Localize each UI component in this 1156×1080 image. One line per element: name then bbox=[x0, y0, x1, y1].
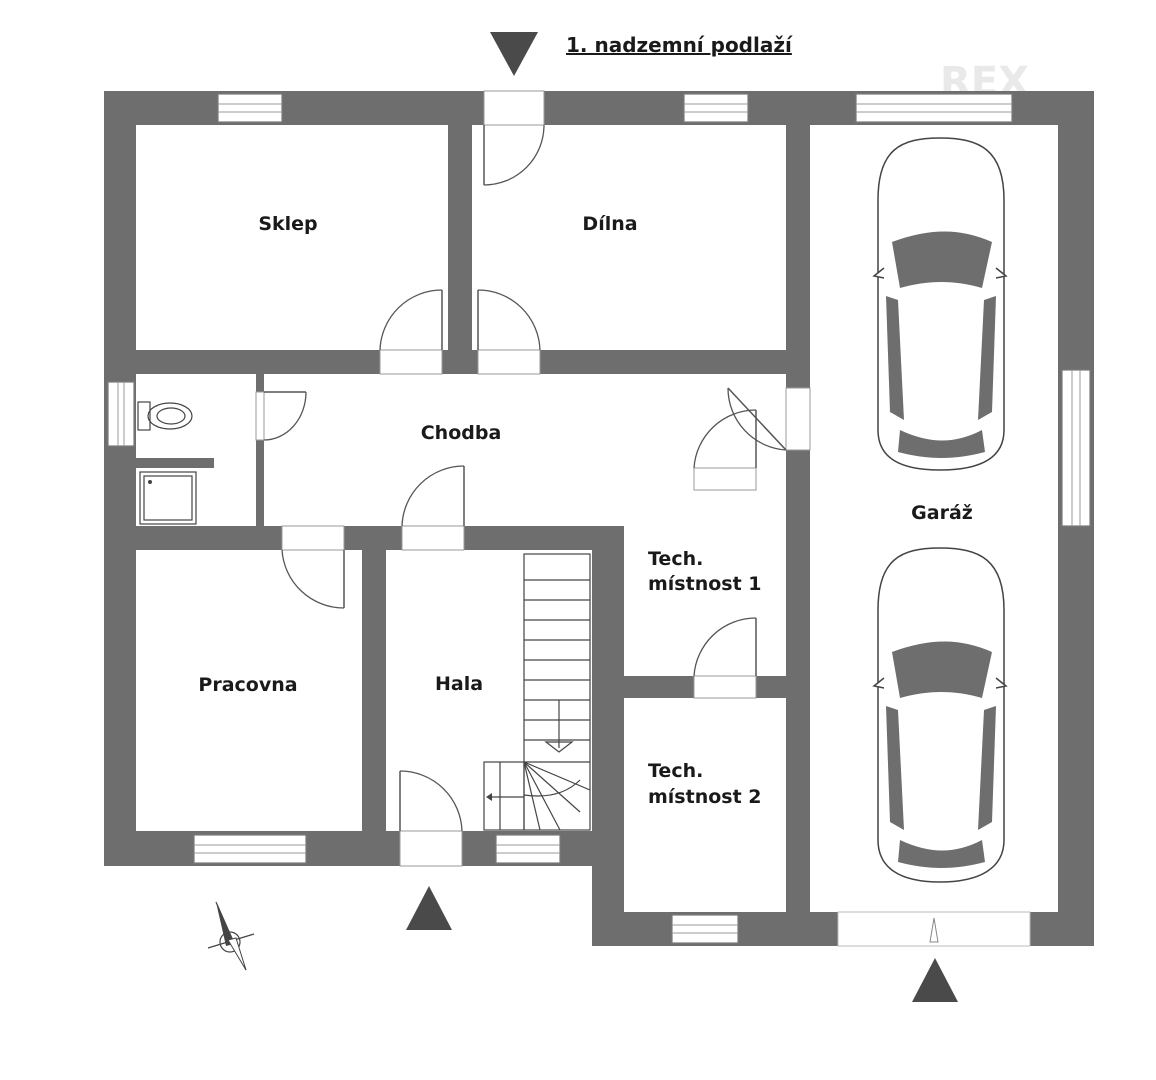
room-label-tech1-line2: místnost 1 bbox=[648, 573, 762, 595]
toilet-icon bbox=[137, 401, 193, 431]
entrance-arrow-icon bbox=[912, 958, 958, 1002]
room-label-tech2-line1: Tech. bbox=[648, 760, 703, 782]
room-label-hala: Hala bbox=[435, 673, 483, 695]
room-label-tech2-line2: místnost 2 bbox=[648, 786, 762, 808]
room-label-chodba: Chodba bbox=[421, 422, 502, 444]
room-label-tech1-line1: Tech. bbox=[648, 548, 703, 570]
car-icon bbox=[872, 137, 1008, 471]
doors bbox=[255, 90, 811, 867]
north-compass-icon bbox=[207, 901, 255, 971]
car-icon bbox=[872, 547, 1008, 883]
page-title: 1. nadzemní podlaží bbox=[566, 33, 793, 57]
room-label-pracovna: Pracovna bbox=[198, 674, 297, 696]
room-label-garaz: Garáž bbox=[911, 502, 973, 524]
entrance-arrow-icon bbox=[406, 886, 452, 930]
shower-icon bbox=[139, 471, 197, 525]
stair-icon bbox=[483, 553, 591, 831]
room-label-sklep: Sklep bbox=[258, 213, 317, 235]
windows bbox=[107, 93, 1091, 947]
room-label-dilna: Dílna bbox=[582, 213, 637, 235]
entrance-arrow-icon bbox=[490, 32, 538, 76]
